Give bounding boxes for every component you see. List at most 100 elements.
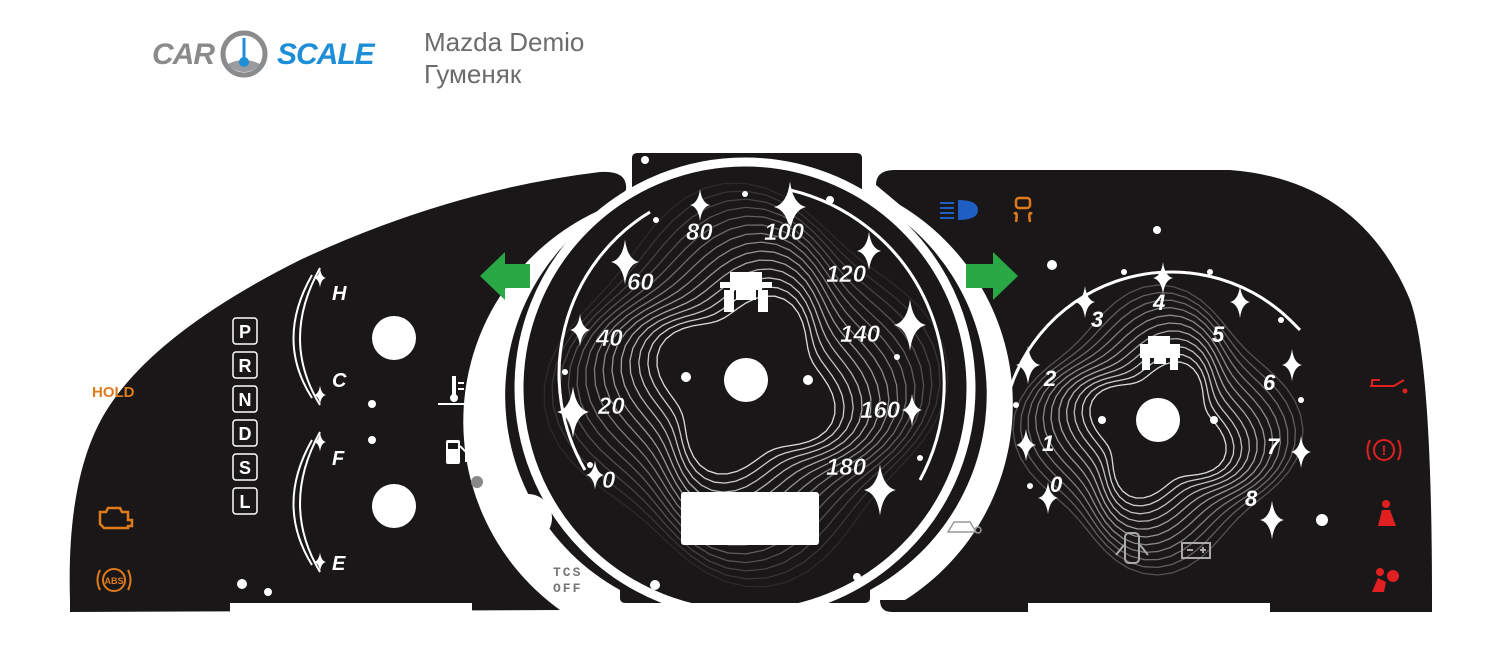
- rpm-label: 4: [1152, 290, 1165, 315]
- contour-line: [1073, 345, 1243, 515]
- temperature-gauge: H C: [292, 267, 416, 406]
- dot: [562, 369, 568, 375]
- tachometer-needle-hole: [1136, 398, 1180, 442]
- bottom-notch-right: [1028, 603, 1270, 615]
- fuel-gauge: F E: [292, 431, 416, 575]
- contour-line: [1012, 284, 1304, 576]
- contour-line: [551, 190, 941, 580]
- space-invader-tachometer-icon: [1140, 336, 1180, 370]
- dot: [339, 227, 349, 237]
- dot: [650, 580, 660, 590]
- star: [774, 181, 806, 233]
- dot: [641, 156, 649, 164]
- contour-line: [1089, 361, 1227, 499]
- dot: [853, 573, 861, 581]
- speedometer-needle-hole: [724, 358, 768, 402]
- space-invader-speedometer-icon: [720, 272, 772, 312]
- svg-text:!: !: [1382, 442, 1387, 458]
- dot: [653, 217, 659, 223]
- star: [586, 460, 604, 490]
- speed-label: 40: [595, 325, 623, 352]
- contour-line: [1042, 314, 1274, 546]
- speed-label: 180: [826, 454, 867, 481]
- contour-line: [543, 182, 949, 588]
- trip-reset-hole: [504, 494, 552, 542]
- star: [1230, 286, 1250, 318]
- seatbelt-warning-icon: [1378, 500, 1396, 526]
- decorative-dots: [237, 156, 1328, 596]
- contour-line: [602, 241, 890, 529]
- star: [557, 386, 589, 438]
- car-model: Mazda Demio: [424, 27, 585, 57]
- speedometer-labels: 0 20 40 60 80 100 120 140 160 180: [595, 219, 901, 495]
- gear-label-n: N: [239, 390, 252, 410]
- abs-label: ABS: [104, 576, 123, 586]
- contour-line: [647, 286, 845, 484]
- dot: [1278, 317, 1284, 323]
- speedometer-arc-right: [789, 188, 946, 481]
- speed-label: 160: [860, 397, 901, 424]
- dot: [1027, 483, 1033, 489]
- rpm-label: 7: [1267, 434, 1281, 459]
- gear-box: [232, 487, 258, 515]
- dot: [1013, 402, 1019, 408]
- star: [1260, 500, 1284, 540]
- logo-text-car: CAR: [152, 38, 215, 71]
- traction-control-icon: [1013, 196, 1033, 223]
- gear-label-r: R: [239, 356, 252, 376]
- rpm-label: 2: [1043, 366, 1057, 391]
- dot: [1121, 269, 1127, 275]
- contour-line: [1034, 306, 1282, 554]
- star: [314, 552, 326, 572]
- contour-line: [629, 268, 863, 502]
- gear-box: [232, 317, 258, 345]
- product-title: Mazda Demio Гуменяк: [424, 26, 584, 90]
- bottom-notch-left: [230, 603, 472, 615]
- airbag-warning-icon: [1372, 568, 1399, 592]
- dot: [894, 354, 900, 360]
- speed-label: 140: [840, 321, 881, 348]
- temp-low-label: C: [332, 370, 347, 392]
- high-beam-icon: [940, 200, 978, 220]
- rpm-label: 3: [1091, 307, 1103, 332]
- contour-line: [638, 277, 854, 493]
- star: [314, 268, 326, 288]
- dot: [264, 588, 272, 596]
- star: [1038, 482, 1058, 514]
- decorative-stars: [314, 181, 1311, 572]
- right-panel: [876, 170, 1432, 612]
- gear-box: [232, 453, 258, 481]
- contour-line: [1027, 299, 1289, 561]
- contour-line: [656, 295, 836, 475]
- fuel-full-label: F: [332, 448, 345, 470]
- speed-label: 20: [597, 393, 625, 420]
- star: [1153, 262, 1173, 294]
- dot: [826, 196, 834, 204]
- gear-box: [232, 419, 258, 447]
- dot: [1047, 260, 1057, 270]
- dot: [1316, 514, 1328, 526]
- gear-label-l: L: [240, 492, 251, 512]
- contour-line: [1050, 322, 1266, 538]
- dot: [237, 579, 247, 589]
- temp-gauge-pivot: [372, 316, 416, 360]
- contour-line: [1081, 353, 1235, 507]
- battery-icon: [1181, 542, 1211, 559]
- dot: [368, 400, 376, 408]
- coolant-temperature-icon: [438, 376, 470, 405]
- speed-label: 120: [826, 261, 867, 288]
- speed-label: 100: [764, 219, 805, 246]
- contour-line: [620, 259, 872, 511]
- dot: [1298, 397, 1304, 403]
- speed-label: 0: [602, 467, 616, 494]
- gauge-logo-icon: [220, 30, 268, 78]
- star: [1016, 345, 1040, 385]
- dot: [742, 191, 748, 197]
- dot: [587, 462, 593, 468]
- star: [1075, 286, 1095, 318]
- rpm-label: 6: [1263, 370, 1276, 395]
- star: [570, 314, 590, 346]
- star: [611, 239, 639, 285]
- dot: [1098, 416, 1106, 424]
